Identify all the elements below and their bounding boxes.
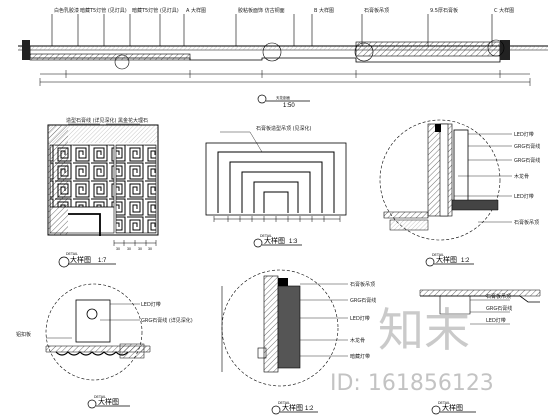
watermark: 知末 ID: 161856123	[330, 303, 494, 396]
top-callout-1: 暗藏T5灯管 (见灯具)	[80, 7, 127, 14]
fret-title: 大样图	[70, 255, 91, 264]
bottom-right-callout-1: GRG石膏线	[486, 305, 512, 312]
steps-callout-0: 石膏板造型吊顶 (见深化)	[256, 125, 312, 132]
circle-right-tag: DETAIL	[432, 253, 444, 257]
circle-small-tag: DETAIL	[94, 395, 106, 399]
circle-mid-callout-1: GRG石膏线	[350, 297, 376, 304]
bottom-right-callout-2: LED灯带	[486, 317, 506, 324]
bottom-right-title: 大样图	[442, 403, 463, 412]
top-callout-6: 石膏板吊顶	[364, 7, 389, 14]
detail-stepped-ceiling: 石膏板造型吊顶 (见深化) DETAIL 大样图 1:3	[205, 125, 347, 248]
detail-fret-pattern: 造型石膏线 (详见深化) 黑金花大理石 30 30 30 30 DETAIL 大…	[47, 117, 159, 268]
top-callout-3: A 大样图	[186, 7, 206, 14]
circle-small-callout-0: LED灯带	[141, 301, 161, 308]
circle-mid-callout-4: 暗藏灯带	[350, 353, 370, 360]
detail-circle-small: LED灯带 GRG石膏线 (详见深化) 铝扣板 DETAIL 大样图	[16, 283, 193, 409]
top-callout-5: B 大样图	[314, 7, 334, 14]
circle-right-callout-5: 石膏板吊顶	[514, 219, 539, 226]
circle-right-callout-3: 木龙骨	[514, 173, 529, 180]
fret-dim-1: 30	[127, 247, 131, 251]
fret-dim-3: 30	[148, 247, 152, 251]
top-callout-2: 暗藏T5灯管 (见灯具)	[132, 7, 179, 14]
steps-tag: DETAIL	[260, 234, 272, 238]
top-section-scale: 1:50	[283, 103, 295, 109]
circle-mid-scale: 1:2	[305, 406, 314, 412]
top-section-title: 天花剖面	[276, 95, 290, 100]
fret-tag: DETAIL	[66, 252, 78, 256]
circle-right-scale: 1:2	[461, 258, 470, 264]
top-callout-4: 胶粘板面饰 仿古铜面	[238, 7, 285, 14]
detail-circle-bottom-right: 石膏板吊顶 GRG石膏线 LED灯带 DETAIL 大样图	[419, 289, 541, 415]
steps-title: 大样图	[264, 236, 285, 245]
detail-circle-mid: 石膏板吊顶 GRG石膏线 LED灯带 木龙骨 暗藏灯带 DETAIL 大样图 1…	[221, 269, 376, 415]
top-callout-8: C 大样图	[494, 7, 514, 14]
bottom-right-tag: DETAIL	[438, 401, 450, 405]
circle-right-callout-2: GRG石膏线	[514, 157, 540, 164]
watermark-logo: 知末	[378, 303, 470, 357]
detail-circle-right: LED灯带 GRG石膏线 GRG石膏线 木龙骨 LED灯带 石膏板吊顶 DETA…	[379, 119, 540, 267]
circle-mid-callout-2: LED灯带	[350, 315, 370, 322]
circle-mid-tag: DETAIL	[278, 401, 290, 405]
circle-right-title: 大样图	[436, 255, 457, 264]
top-callout-7: 9.5厚石膏板	[430, 7, 458, 14]
fret-callout-1: 黑金花大理石	[118, 117, 148, 124]
circle-right-callout-4: LED灯带	[514, 193, 534, 200]
fret-callout-0: 造型石膏线 (详见深化)	[66, 117, 117, 124]
watermark-id: ID: 161856123	[330, 371, 494, 396]
circle-small-callout-2: 铝扣板	[16, 331, 31, 338]
fret-dim-0: 30	[116, 247, 120, 251]
circle-mid-title: 大样图	[282, 403, 303, 412]
circle-small-callout-1: GRG石膏线 (详见深化)	[141, 317, 193, 324]
bottom-right-callout-0: 石膏板吊顶	[486, 293, 511, 300]
ceiling-section-elevation: 白色乳胶漆 暗藏T5灯管 (见灯具) 暗藏T5灯管 (见灯具) A 大样图 胶粘…	[18, 7, 548, 109]
top-callout-0: 白色乳胶漆	[54, 7, 79, 14]
circle-right-callout-1: GRG石膏线	[514, 143, 540, 150]
circle-small-title: 大样图	[98, 397, 119, 406]
fret-scale: 1:7	[98, 258, 107, 264]
steps-scale: 1:3	[289, 239, 298, 245]
circle-mid-callout-3: 木龙骨	[350, 337, 365, 344]
fret-dim-2: 30	[138, 247, 142, 251]
circle-right-callout-0: LED灯带	[514, 131, 534, 138]
circle-mid-callout-0: 石膏板吊顶	[350, 281, 375, 288]
